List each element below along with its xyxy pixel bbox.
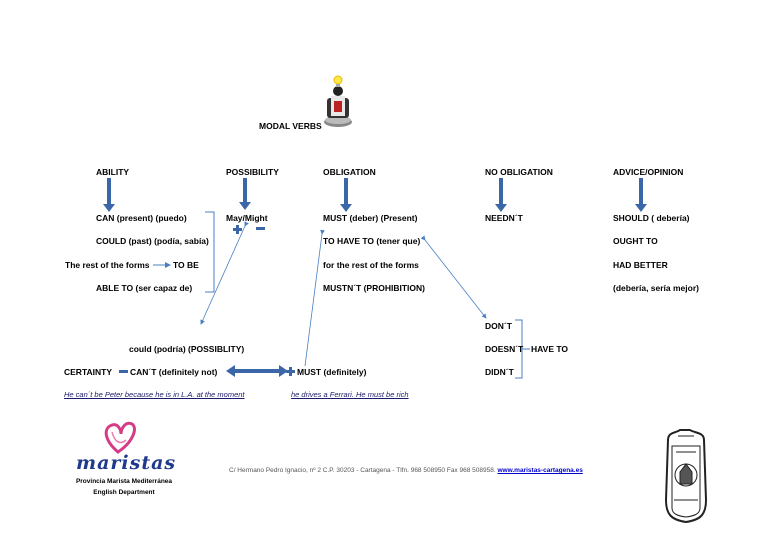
- plus-icon: [286, 367, 295, 376]
- footer-website-link[interactable]: www.maristas-cartagena.es: [497, 467, 583, 474]
- plus-icon: [233, 225, 242, 234]
- possibility-must-definitely: MUST (definitely): [297, 367, 367, 377]
- header-advice: ADVICE/OPINION: [613, 167, 684, 177]
- no-obligation-have-to: HAVE TO: [531, 344, 568, 354]
- obligation-mustnt: MUSTN´T (PROHIBITION): [323, 283, 425, 293]
- obligation-rest: for the rest of the forms: [323, 260, 419, 270]
- no-obligation-neednt: NEEDN´T: [485, 213, 523, 223]
- ability-to-be: TO BE: [173, 260, 199, 270]
- example-peter: He can´t be Peter because he is in L.A. …: [64, 390, 245, 399]
- footer-address: C/ Hermano Pedro Ignacio, nº 2 C.P. 3020…: [229, 467, 583, 474]
- maymight-to-could-arrow: [200, 221, 249, 325]
- ability-brace: [205, 211, 215, 293]
- minus-icon: [256, 227, 265, 230]
- advice-translation: (debería, sería mejor): [613, 283, 699, 293]
- possibility-cant: CAN´T (definitely not): [130, 367, 218, 377]
- no-obligation-didnt: DIDN´T: [485, 367, 514, 377]
- no-obligation-doesnt: DOESN´T: [485, 344, 524, 354]
- advice-should: SHOULD ( debería): [613, 213, 690, 223]
- footer-address-text: C/ Hermano Pedro Ignacio, nº 2 C.P. 3020…: [229, 467, 496, 474]
- cant-must-double-arrow: [226, 365, 288, 377]
- maristas-heart-icon: [104, 421, 136, 454]
- no-obligation-dont: DON´T: [485, 321, 512, 331]
- header-obligation: OBLIGATION: [323, 167, 376, 177]
- advice-ought: OUGHT TO: [613, 236, 658, 246]
- footer-department: English Department: [93, 489, 155, 496]
- advice-had-better: HAD BETTER: [613, 260, 668, 270]
- ability-rest: The rest of the forms: [65, 260, 150, 270]
- maristas-logo-word: maristas: [76, 452, 177, 474]
- footer-province: Provincia Marista Mediterránea: [75, 478, 173, 485]
- lightbulb-figure-icon: [324, 75, 352, 127]
- havetoto-dont-arrow: [420, 235, 487, 319]
- must-definitely-arrow: [304, 229, 325, 367]
- header-down-arrows: [103, 178, 647, 212]
- ability-could: COULD (past) (podía, sabía): [96, 236, 209, 246]
- ability-can: CAN (present) (puedo): [96, 213, 187, 223]
- obligation-must: MUST (deber) (Present): [323, 213, 418, 223]
- ability-able: ABLE TO (ser capaz de): [96, 283, 193, 293]
- possibility-could: could (podría) (POSSIBLITY): [129, 344, 245, 354]
- header-possibility: POSSIBILITY: [226, 167, 279, 177]
- school-crest-icon: [664, 429, 708, 524]
- possibility-may-might: May/Might: [226, 213, 268, 223]
- header-ability: ABILITY: [96, 167, 130, 177]
- obligation-have-to: TO HAVE TO (tener que): [323, 236, 421, 246]
- page-title: MODAL VERBS: [259, 121, 322, 131]
- header-no-obligation: NO OBLIGATION: [485, 167, 553, 177]
- possibility-certainty: CERTAINTY: [64, 367, 113, 377]
- minus-icon: [119, 370, 128, 373]
- example-ferrari: he drives a Ferrari. He must be rich: [291, 390, 409, 399]
